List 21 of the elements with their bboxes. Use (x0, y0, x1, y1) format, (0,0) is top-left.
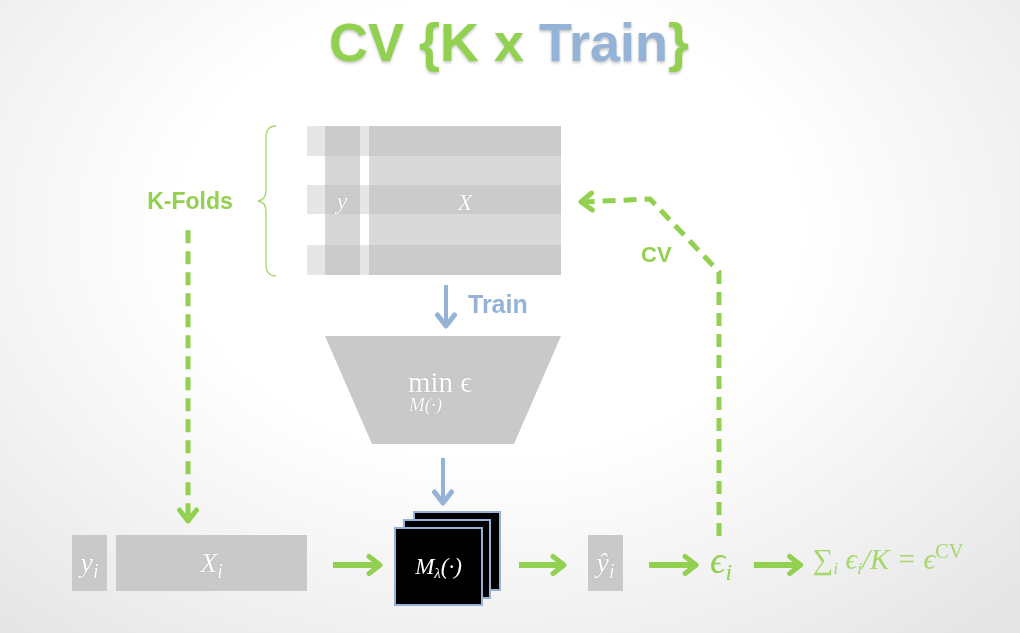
title: CV {K x Train} (328, 13, 690, 73)
arrow (753, 554, 804, 576)
dashed-arrow (177, 230, 199, 524)
edge-label: CV (641, 242, 672, 268)
dashed-arrow (578, 190, 722, 537)
arrow (519, 554, 567, 576)
data-table (307, 126, 561, 275)
arrow (432, 458, 454, 506)
data-box (588, 535, 623, 591)
model-stack (394, 511, 501, 606)
data-box (72, 535, 107, 591)
annotation-label: K-Folds (147, 187, 233, 215)
data-box (116, 535, 307, 591)
math-label: M$_{λ}$(·) (415, 555, 462, 578)
math-label: ϵ$_{i}$ (710, 540, 732, 582)
trapezoid-block (325, 336, 561, 444)
arrow (649, 554, 699, 576)
formula-label: ∑$_{i}$ ϵ$_{i}$/K = ϵ$^{CV}$ (812, 541, 964, 579)
edge-label: Train (468, 290, 528, 319)
arrow (333, 554, 383, 576)
arrow (435, 285, 457, 329)
